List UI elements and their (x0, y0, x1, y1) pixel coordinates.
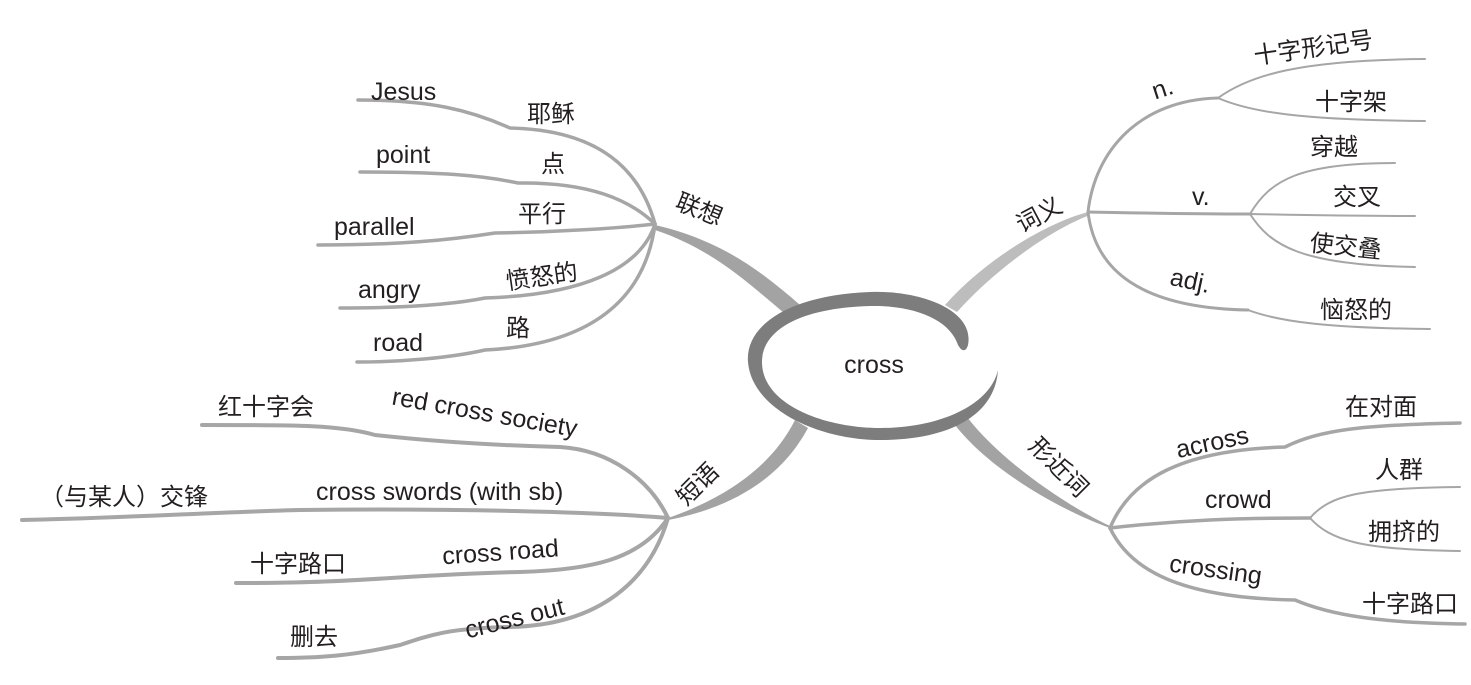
edge-assoc-3 (338, 222, 657, 310)
similar-item-0[interactable]: across 在对面 (1173, 393, 1417, 464)
phrase-item-2[interactable]: cross road 十字路口 (250, 534, 560, 578)
edge-adj-0 (1247, 309, 1431, 330)
sense: 穿越 (1310, 133, 1358, 161)
edge-v-0 (1249, 162, 1396, 215)
branch-label-meaning: 词义 (1011, 191, 1067, 238)
edge-n-0 (1217, 58, 1426, 99)
assoc-item-4[interactable]: 路 road (373, 314, 530, 357)
sense: 十字形记号 (1252, 26, 1375, 70)
phrase-zh: （与某人）交锋 (40, 483, 208, 511)
edge-v-2 (1249, 213, 1416, 268)
branch-meaning: 词义 n. 十字形记号 十字架 v. 穿越 交叉 使交叠 adj. 恼怒的 (1011, 26, 1431, 330)
assoc-en: angry (358, 276, 421, 304)
trunk-phrases (668, 420, 808, 520)
edge-n-1 (1217, 97, 1426, 122)
similar-sense: 人群 (1375, 456, 1423, 484)
phrase-zh: 十字路口 (250, 550, 346, 578)
edge-phrase-0 (200, 423, 670, 520)
phrase-item-1[interactable]: cross swords (with sb) （与某人）交锋 (40, 478, 563, 511)
pos-adj[interactable]: adj. 恼怒的 (1168, 263, 1392, 324)
assoc-zh: 愤怒的 (504, 258, 579, 296)
assoc-item-1[interactable]: 点 point (376, 141, 565, 178)
assoc-zh: 平行 (518, 200, 566, 228)
similar-en: across (1173, 421, 1251, 464)
assoc-zh: 耶稣 (527, 100, 575, 128)
branch-phrases: 短语 red cross society 红十字会 cross swords (… (20, 383, 725, 660)
pos-v[interactable]: v. 穿越 交叉 使交叠 (1192, 133, 1383, 264)
similar-en: crowd (1205, 486, 1272, 514)
trunk-meaning (945, 212, 1090, 312)
edge-similar-2 (1108, 526, 1467, 626)
edge-assoc-1 (358, 170, 657, 226)
edge-crowd-1 (1309, 517, 1461, 552)
assoc-item-3[interactable]: 愤怒的 angry (358, 258, 579, 304)
edge-phrase-2 (234, 516, 670, 585)
phrase-zh: 红十字会 (218, 393, 314, 421)
similar-sense: 十字路口 (1362, 590, 1458, 618)
branch-similar: 形近词 across 在对面 crowd 人群 拥挤的 crossing 十字路… (1023, 393, 1467, 626)
edge-crowd-0 (1309, 486, 1461, 519)
pos-label: v. (1192, 183, 1210, 211)
edge-assoc-0 (356, 98, 657, 226)
assoc-zh: 路 (506, 314, 530, 342)
sense: 十字架 (1315, 88, 1387, 116)
trunk-similar (955, 417, 1110, 528)
branch-label-similar: 形近词 (1023, 432, 1094, 503)
edge-pos-v (1086, 210, 1252, 216)
edge-similar-1 (1108, 516, 1312, 530)
similar-sense: 在对面 (1345, 393, 1417, 421)
edge-pos-n (1086, 96, 1220, 214)
edge-assoc-2 (316, 222, 657, 247)
phrase-en: red cross society (390, 383, 580, 443)
center-node[interactable]: cross (747, 291, 998, 440)
phrase-en: cross swords (with sb) (316, 478, 563, 506)
branch-label-association: 联想 (672, 188, 727, 232)
assoc-en: point (376, 141, 430, 169)
sense: 交叉 (1333, 183, 1381, 211)
trunk-association (655, 225, 800, 318)
phrase-zh: 删去 (290, 623, 338, 651)
assoc-en: road (373, 329, 423, 357)
edge-assoc-4 (355, 222, 657, 364)
sense: 恼怒的 (1320, 296, 1392, 324)
assoc-zh: 点 (541, 150, 565, 178)
phrase-en: cross out (462, 593, 567, 645)
center-label: cross (844, 351, 904, 379)
similar-sense: 拥挤的 (1368, 518, 1440, 546)
pos-label: adj. (1168, 263, 1213, 299)
edge-v-1 (1249, 213, 1416, 217)
phrase-item-0[interactable]: red cross society 红十字会 (218, 383, 580, 443)
phrase-en: cross road (441, 534, 559, 570)
edge-pos-adj (1086, 210, 1250, 312)
similar-item-1[interactable]: crowd 人群 拥挤的 (1205, 456, 1440, 546)
branch-association: 联想 耶稣 Jesus 点 point 平行 parallel 愤怒的 angr… (316, 78, 727, 364)
phrase-item-3[interactable]: cross out 删去 (290, 593, 567, 651)
assoc-item-2[interactable]: 平行 parallel (334, 200, 566, 241)
edge-similar-0 (1108, 421, 1462, 530)
assoc-en: Jesus (371, 78, 436, 106)
assoc-en: parallel (334, 213, 415, 241)
edge-phrase-3 (276, 516, 670, 660)
pos-label: n. (1148, 72, 1176, 105)
edge-phrase-1 (20, 507, 670, 522)
assoc-item-0[interactable]: 耶稣 Jesus (371, 78, 575, 128)
